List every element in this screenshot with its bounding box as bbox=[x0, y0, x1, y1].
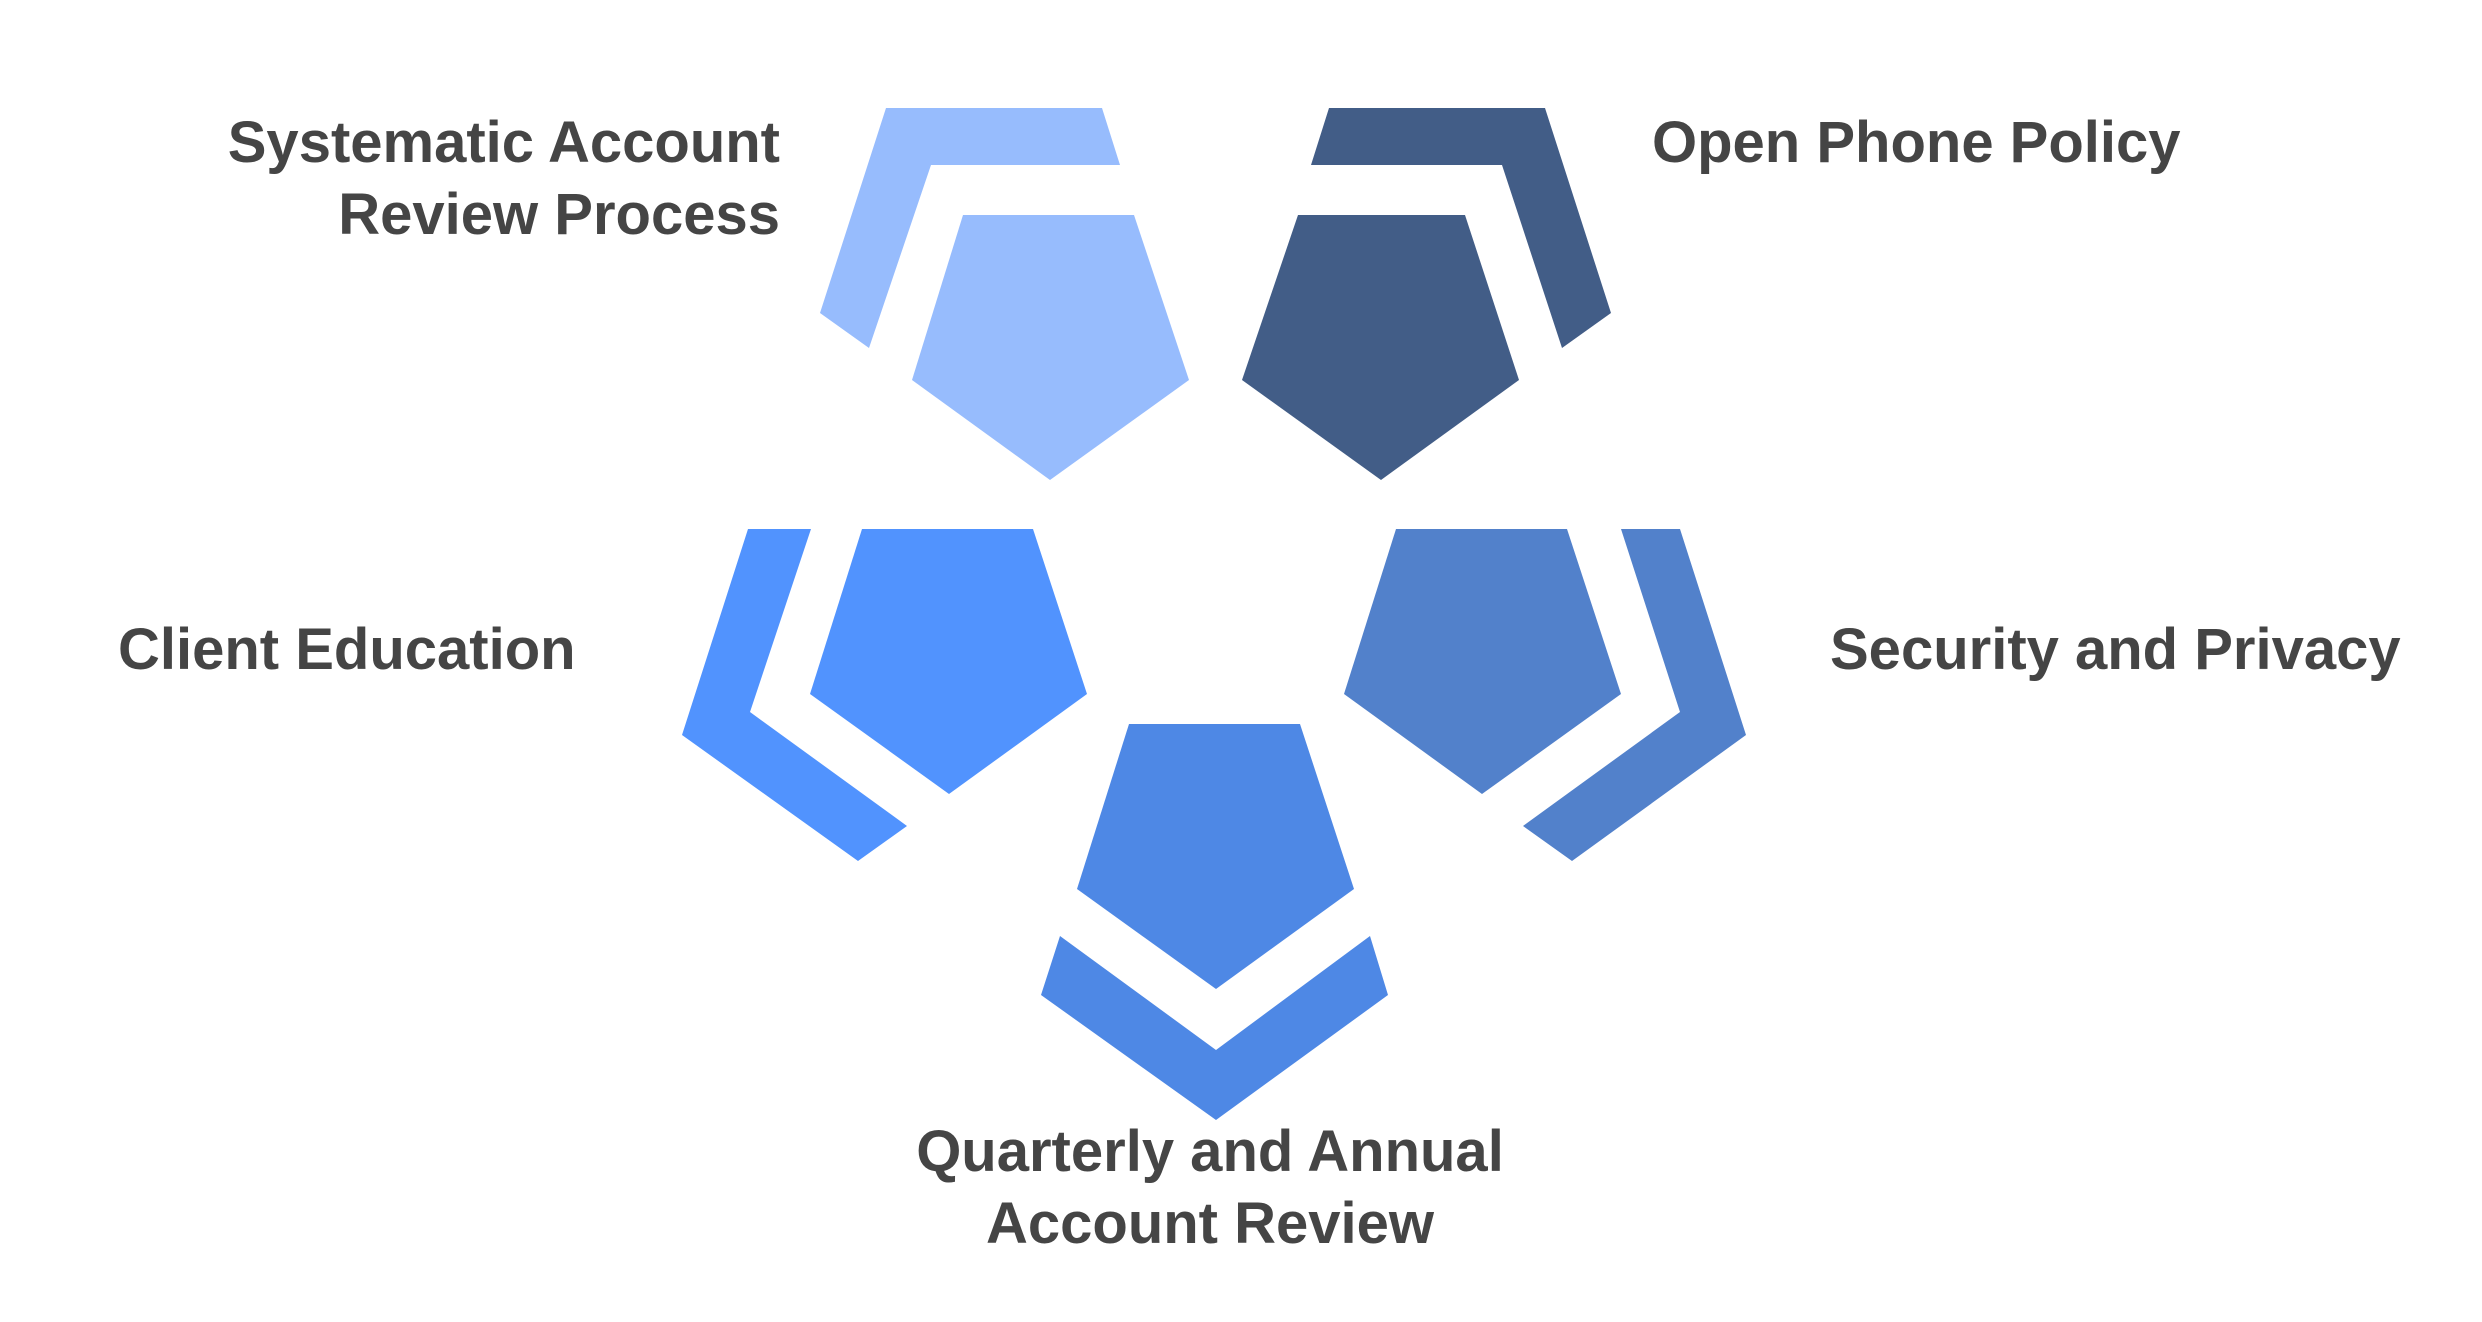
pentagon-4 bbox=[1344, 529, 1621, 794]
label-quarterly-and-annual-account-review: Quarterly and Annual Account Review bbox=[840, 1116, 1580, 1260]
label-1-line-2: Review Process bbox=[338, 182, 780, 247]
pentagon-group-4 bbox=[1344, 529, 1746, 861]
label-1-line-1: Systematic Account bbox=[227, 110, 780, 175]
label-open-phone-policy: Open Phone Policy bbox=[1652, 107, 2181, 179]
pentagon-3 bbox=[810, 529, 1087, 794]
label-5-line-1: Quarterly and Annual bbox=[916, 1119, 1504, 1184]
label-4-line-1: Security and Privacy bbox=[1830, 617, 2401, 682]
label-security-and-privacy: Security and Privacy bbox=[1830, 614, 2401, 686]
label-5-line-2: Account Review bbox=[986, 1191, 1434, 1256]
pentagon-1 bbox=[912, 215, 1189, 480]
label-client-education: Client Education bbox=[118, 614, 576, 686]
label-3-line-1: Client Education bbox=[118, 617, 576, 682]
chevron-frame-4 bbox=[1523, 529, 1746, 861]
label-systematic-account-review-process: Systematic Account Review Process bbox=[140, 107, 780, 251]
label-2-line-1: Open Phone Policy bbox=[1652, 110, 2181, 175]
pentagon-group-2 bbox=[1242, 108, 1611, 480]
chevron-frame-3 bbox=[682, 529, 907, 861]
chevron-frame-2 bbox=[1311, 108, 1611, 348]
pentagon-5 bbox=[1077, 724, 1354, 989]
pentagon-group-3 bbox=[682, 529, 1087, 861]
chevron-frame-1 bbox=[820, 108, 1120, 348]
pentagon-group-5 bbox=[1041, 724, 1388, 1120]
pentagon-2 bbox=[1242, 215, 1519, 480]
chevron-frame-5 bbox=[1041, 936, 1388, 1120]
pentagon-group-1 bbox=[820, 108, 1189, 480]
